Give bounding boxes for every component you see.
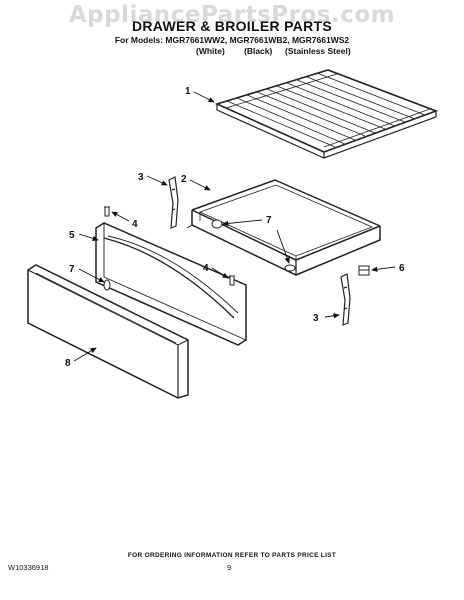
page-title: DRAWER & BROILER PARTS [131,18,332,34]
oven-rack [214,69,439,159]
drawer-clip [358,265,370,276]
callout-1: 1 [185,86,191,97]
callout-6: 6 [399,263,405,274]
drawer-outer-panel [27,264,189,399]
color-black: (Black) [244,46,273,56]
knob-right [284,264,296,272]
knob-left [103,279,111,291]
screw-upper [104,206,110,217]
callout-4-upper: 4 [132,219,138,230]
drawer-slide-right [340,273,351,326]
page-number: 9 [227,563,232,572]
callout-8: 8 [65,358,71,369]
document-number: W10336918 [8,563,49,572]
broiler-drawer-tray [186,179,381,276]
callout-7-upper: 7 [266,215,272,226]
callout-7-left: 7 [69,264,75,275]
callout-2: 2 [181,174,187,185]
screw-lower [229,275,235,286]
watermark-text: AppliancePartsPros.com [68,2,396,28]
knob-center [211,219,223,229]
drawer-front-panel [95,222,247,346]
callout-4-lower: 4 [203,263,209,274]
callout-3-upper: 3 [138,172,144,183]
callout-5: 5 [69,230,75,241]
ordering-note: FOR ORDERING INFORMATION REFER TO PARTS … [127,552,337,559]
model-list: For Models: MGR7661WW2, MGR7661WB2, MGR7… [114,35,350,45]
drawer-slide-left [168,176,179,229]
color-stainless-steel: (Stainless Steel) [285,46,351,56]
callout-3-lower: 3 [313,313,319,324]
leader-lines [73,91,396,362]
color-white: (White) [196,46,225,56]
